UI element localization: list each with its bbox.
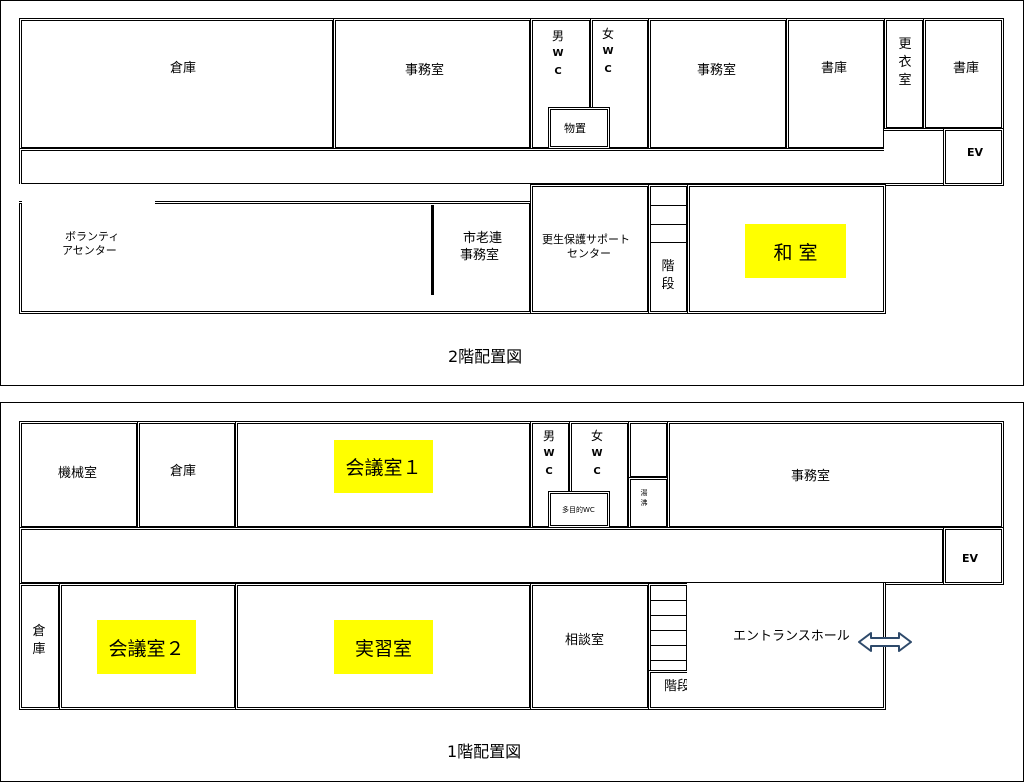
f1-storage-small-label: 倉庫	[32, 624, 46, 657]
f1-stairs-label: 階段	[664, 679, 691, 694]
f2-stairs-label: 階段	[659, 258, 677, 294]
f2-wc-men-label: 男 W C	[550, 28, 566, 80]
f2-ev-label: EV	[967, 146, 984, 159]
f2-senior-label-1: 市老連	[463, 231, 503, 246]
f2-library2-label: 書庫	[953, 61, 980, 76]
f2-volunteer-gap	[22, 201, 155, 205]
f2-volunteer-label-2: アセンター	[62, 244, 117, 257]
f2-corridor-right	[884, 128, 945, 186]
f2-storage-label: 倉庫	[170, 61, 197, 76]
f1-kitchen-label: 湯沸	[640, 489, 648, 507]
f2-step	[651, 205, 686, 206]
f1-meeting1-label: 会議室１	[334, 440, 433, 493]
f2-wc-women-c: C	[604, 64, 612, 75]
f1-corridor	[19, 527, 945, 585]
f2-japanese-label: 和 室	[745, 224, 846, 278]
f2-caption: 2階配置図	[448, 347, 523, 366]
f2-rehab-label-1: 更生保護サポート	[542, 233, 630, 246]
f2-wc-men-c: C	[554, 66, 562, 77]
f1-office-label: 事務室	[791, 469, 831, 484]
f2-library1-label: 書庫	[821, 61, 848, 76]
f2-supplies-label: 物置	[564, 122, 586, 135]
f2-wc-men-text: 男	[551, 29, 564, 43]
f2-office-left-label: 事務室	[405, 63, 445, 78]
f2-wc-women-text: 女	[601, 27, 614, 41]
f2-volunteer-label-1: ボランティ	[65, 230, 120, 243]
f1-wc-men-w: W	[543, 448, 555, 459]
f2-rehab-label-2: センター	[567, 247, 611, 260]
f2-step	[651, 242, 686, 243]
f1-step	[651, 630, 686, 631]
f1-consult-label: 相談室	[565, 633, 605, 648]
f2-storage	[19, 18, 335, 150]
f1-meeting2-label: 会議室２	[97, 620, 196, 674]
f2-step	[651, 224, 686, 225]
f1-step	[651, 660, 686, 661]
f1-wc-men-label: 男 W C	[541, 428, 557, 480]
f1-wc-men-c: C	[545, 466, 553, 477]
f1-multi-wc-label: 多目的WC	[562, 506, 595, 514]
f1-machine-label: 機械室	[58, 466, 98, 481]
f1-ev-label: EV	[962, 552, 979, 565]
f1-wc-women-text: 女	[590, 429, 603, 443]
double-arrow-icon	[858, 632, 912, 652]
f1-caption: 1階配置図	[447, 742, 522, 761]
f2-stairs	[648, 184, 689, 314]
f1-step	[651, 615, 686, 616]
f2-wc-women-label: 女 W C	[600, 26, 616, 78]
f1-wc-women-w: W	[591, 448, 603, 459]
f1-office	[667, 421, 1004, 529]
f1-storage-label: 倉庫	[170, 464, 197, 479]
f2-wc-women-w: W	[602, 46, 614, 57]
f2-senior-wall	[431, 205, 434, 295]
f2-library2	[923, 18, 1004, 130]
f1-step	[651, 645, 686, 646]
f2-ev	[943, 128, 1004, 186]
f2-office-right-label: 事務室	[697, 63, 737, 78]
f1-wc-women-label: 女 W C	[589, 428, 605, 480]
f1-wc-women-c: C	[593, 466, 601, 477]
f2-office-right	[648, 18, 788, 150]
f2-library1	[786, 18, 886, 150]
f2-corridor	[19, 148, 945, 186]
f1-wc-men-text: 男	[542, 429, 555, 443]
f2-rehab	[530, 184, 650, 314]
f1-ev	[943, 527, 1004, 585]
f1-multi-wc	[548, 491, 610, 528]
f2-wc-men-w: W	[552, 48, 564, 59]
f2-office-left	[333, 18, 532, 150]
f1-entrance-label: エントランスホール	[733, 629, 850, 644]
f1-step	[651, 600, 686, 601]
f1-kitchen-top	[628, 421, 669, 479]
f2-volunteer-partition-top	[19, 184, 532, 204]
f2-supplies	[548, 107, 610, 149]
f1-practice-label: 実習室	[334, 620, 433, 674]
f2-changing-label: 更衣室	[898, 37, 912, 88]
f2-senior-label-2: 事務室	[460, 248, 500, 263]
f1-entrance	[687, 583, 886, 710]
